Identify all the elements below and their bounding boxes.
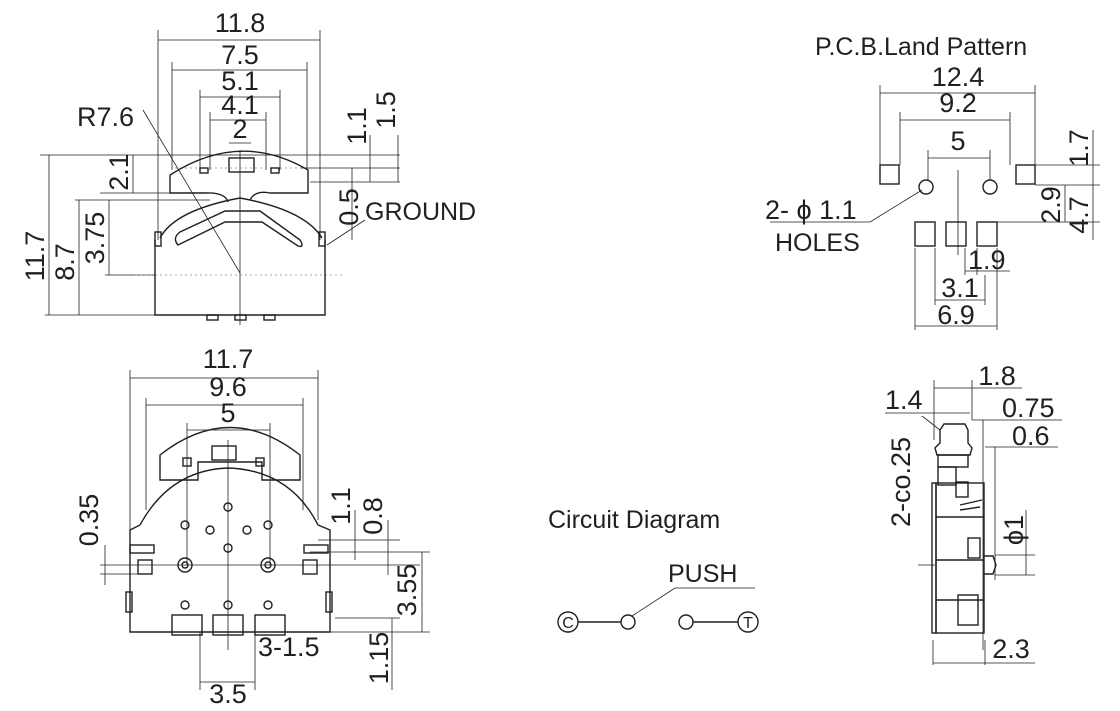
dim-12-4: 12.4 (932, 62, 985, 92)
dim-0-75: 0.75 (1002, 393, 1055, 423)
dim-dia-1: ϕ1 (999, 515, 1029, 545)
dim-v-1-5: 1.5 (371, 91, 401, 129)
dim-6-9: 6.9 (937, 300, 975, 330)
dim-5: 5 (950, 126, 965, 156)
dim-h-11-7: 11.7 (20, 231, 50, 282)
dim-v-4-7: 4.7 (1064, 196, 1094, 234)
holes-diameter: 2- ϕ 1.1 (765, 195, 857, 225)
pcb-title: P.C.B.Land Pattern (815, 33, 1027, 61)
bottom-view: 11.7 9.6 5 0.35 1.1 0.8 3.55 3-1.5 1.15 … (74, 344, 430, 709)
dim-chamfer: 2-co.25 (886, 437, 916, 527)
dim-2: 2 (232, 114, 247, 144)
pcb-land-pattern: P.C.B.Land Pattern 12.4 9.2 5 1 (765, 33, 1100, 330)
dim-v-3-55: 3.55 (392, 564, 422, 617)
dim-h-3-75: 3.75 (80, 212, 110, 265)
dim-v-0-5: 0.5 (334, 188, 364, 226)
dim-v-1-1: 1.1 (342, 107, 372, 145)
dim-v-0-35: 0.35 (74, 494, 104, 547)
dim-pads-3-1-5: 3-1.5 (258, 632, 320, 662)
holes-label: HOLES (775, 229, 860, 257)
terminal-c: C (562, 615, 574, 632)
dim-0-6: 0.6 (1012, 421, 1050, 451)
dim-v-1-15: 1.15 (364, 632, 394, 685)
dim-1-8: 1.8 (978, 361, 1016, 391)
dim-h-8-7: 8.7 (50, 243, 80, 281)
dim-v-1-1: 1.1 (326, 487, 356, 525)
dim-v-2-9: 2.9 (1036, 186, 1066, 224)
circuit-diagram: Circuit Diagram PUSH C T (548, 506, 759, 633)
dim-radius: R7.6 (77, 102, 134, 132)
dim-1-9: 1.9 (968, 245, 1006, 275)
dim-11-7: 11.7 (203, 344, 254, 374)
push-label: PUSH (668, 560, 737, 588)
dim-7-5: 7.5 (221, 40, 259, 70)
dim-v-0-8: 0.8 (358, 497, 388, 535)
dim-v-1-7: 1.7 (1064, 129, 1094, 167)
circuit-title: Circuit Diagram (548, 506, 720, 534)
side-view: 1.8 1.4 0.75 0.6 2-co.25 ϕ1 2.3 (885, 361, 1062, 665)
ground-label: GROUND (365, 198, 476, 226)
dim-11-8: 11.8 (215, 8, 266, 38)
dim-2-3: 2.3 (992, 634, 1030, 664)
dim-1-4: 1.4 (885, 385, 923, 415)
terminal-t: T (743, 615, 753, 632)
dim-5-1: 5.1 (221, 66, 259, 96)
top-view: 11.8 7.5 5.1 4.1 2 R7.6 1.1 1.5 2.1 0.5 … (20, 8, 476, 325)
dim-3-5: 3.5 (209, 679, 247, 709)
dim-3-1: 3.1 (941, 273, 979, 303)
dim-5: 5 (220, 398, 235, 428)
dim-9-2: 9.2 (939, 88, 977, 118)
dim-9-6: 9.6 (209, 372, 247, 402)
dim-v-2-1: 2.1 (104, 153, 134, 191)
dim-4-1: 4.1 (221, 90, 259, 120)
